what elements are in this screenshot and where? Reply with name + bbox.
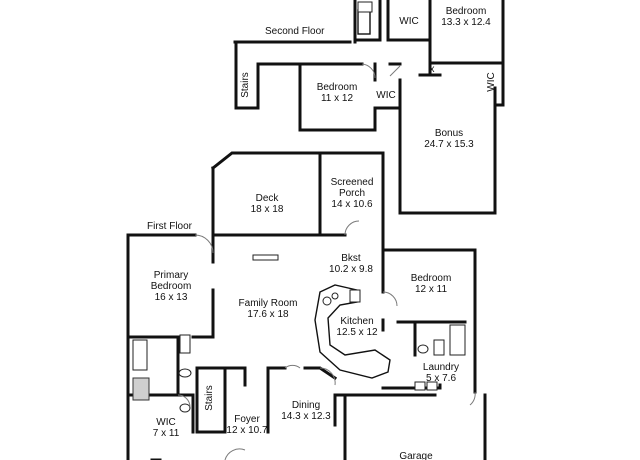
faucet-icon xyxy=(331,292,339,300)
room-size-wic-first: 7 x 11 xyxy=(153,428,180,439)
first-floor-title: First Floor xyxy=(147,221,193,232)
room-size-bedroom-mid: 11 x 12 xyxy=(321,93,353,104)
toilet-icon-bedroom xyxy=(417,344,429,354)
room-name-bedroom-upper: Bedroom xyxy=(446,6,487,17)
room-size-primary: 16 x 13 xyxy=(155,292,188,303)
bathtub-icon xyxy=(132,339,148,371)
door-porch xyxy=(344,220,360,236)
dryer-icon xyxy=(426,381,438,391)
door-dining xyxy=(284,364,301,369)
fireplace-icon xyxy=(252,254,279,261)
room-name-stairs-first: Stairs xyxy=(204,385,215,411)
closet-shelf xyxy=(357,9,371,35)
second-floor-title: Second Floor xyxy=(265,26,325,37)
room-name-bedroom-mid: Bedroom xyxy=(317,82,358,93)
room-name-wic-first: WIC xyxy=(156,417,175,428)
door-garage-arc xyxy=(319,367,336,386)
room-size-foyer: 12 x 10.7 xyxy=(226,425,268,436)
kitchen-island xyxy=(314,284,391,379)
room-name-deck: Deck xyxy=(256,193,280,204)
room-name-bedroom-first: Bedroom xyxy=(411,273,452,284)
room-name-wic-upper: WIC xyxy=(399,16,418,27)
door-laundry xyxy=(469,391,476,406)
second-floor-details xyxy=(357,1,401,79)
room-name-foyer: Foyer xyxy=(234,414,260,425)
door-bedroom xyxy=(382,291,398,307)
room-size-bkst: 10.2 x 9.8 xyxy=(329,264,373,275)
toilet-icon-wic xyxy=(179,403,191,413)
room-size-bedroom-upper: 13.3 x 12.4 xyxy=(441,17,491,28)
sink-icon xyxy=(322,296,332,306)
closet-mark: x xyxy=(430,64,435,75)
room-size-bedroom-first: 12 x 11 xyxy=(415,284,447,295)
sink-icon-primary xyxy=(179,334,191,354)
room-name-wic-mid: WIC xyxy=(376,90,395,101)
door-primary xyxy=(194,234,214,254)
sink-icon-bedroom xyxy=(433,339,445,356)
room-size-family: 17.6 x 18 xyxy=(247,309,289,320)
stove-icon xyxy=(349,289,361,303)
room-size-kitchen: 12.5 x 12 xyxy=(336,327,378,338)
toilet-icon-primary xyxy=(178,368,192,378)
second-floor-walls xyxy=(233,0,505,215)
room-name-bonus: Bonus xyxy=(435,128,463,139)
vanity-icon xyxy=(357,1,373,13)
washer-icon xyxy=(414,381,426,391)
room-size-bonus: 24.7 x 15.3 xyxy=(424,139,474,150)
first-floor-walls xyxy=(126,151,487,460)
room-name-porch-line1: Screened xyxy=(331,177,374,188)
room-name-family: Family Room xyxy=(239,298,298,309)
room-name-laundry: Laundry xyxy=(423,362,459,373)
room-size-deck: 18 x 18 xyxy=(251,204,284,215)
tub-icon-bedroom xyxy=(449,324,466,356)
door-swing xyxy=(389,65,401,77)
room-size-porch: 14 x 10.6 xyxy=(331,199,373,210)
room-name-primary-line2: Bedroom xyxy=(151,281,192,292)
room-name-stairs-upper: Stairs xyxy=(240,72,251,98)
room-name-garage: Garage xyxy=(399,451,433,460)
room-size-dining: 14.3 x 12.3 xyxy=(281,411,331,422)
door-foyer xyxy=(224,448,246,460)
room-name-porch-line2: Porch xyxy=(339,188,365,199)
room-name-dining: Dining xyxy=(292,400,320,411)
fixtures xyxy=(132,254,466,413)
room-name-primary-line1: Primary xyxy=(154,270,188,281)
shower-icon xyxy=(132,377,150,401)
door-swings xyxy=(177,220,476,460)
door-wic xyxy=(177,394,191,408)
room-name-kitchen: Kitchen xyxy=(340,316,373,327)
room-name-wic-right: WIC xyxy=(486,72,497,91)
room-name-bkst: Bkst xyxy=(341,253,361,264)
door-swing-mid xyxy=(361,63,376,79)
labels: Second Floor First Floor Bedroom 13.3 x … xyxy=(147,6,497,460)
room-size-laundry: 5 x 7.6 xyxy=(426,373,456,384)
